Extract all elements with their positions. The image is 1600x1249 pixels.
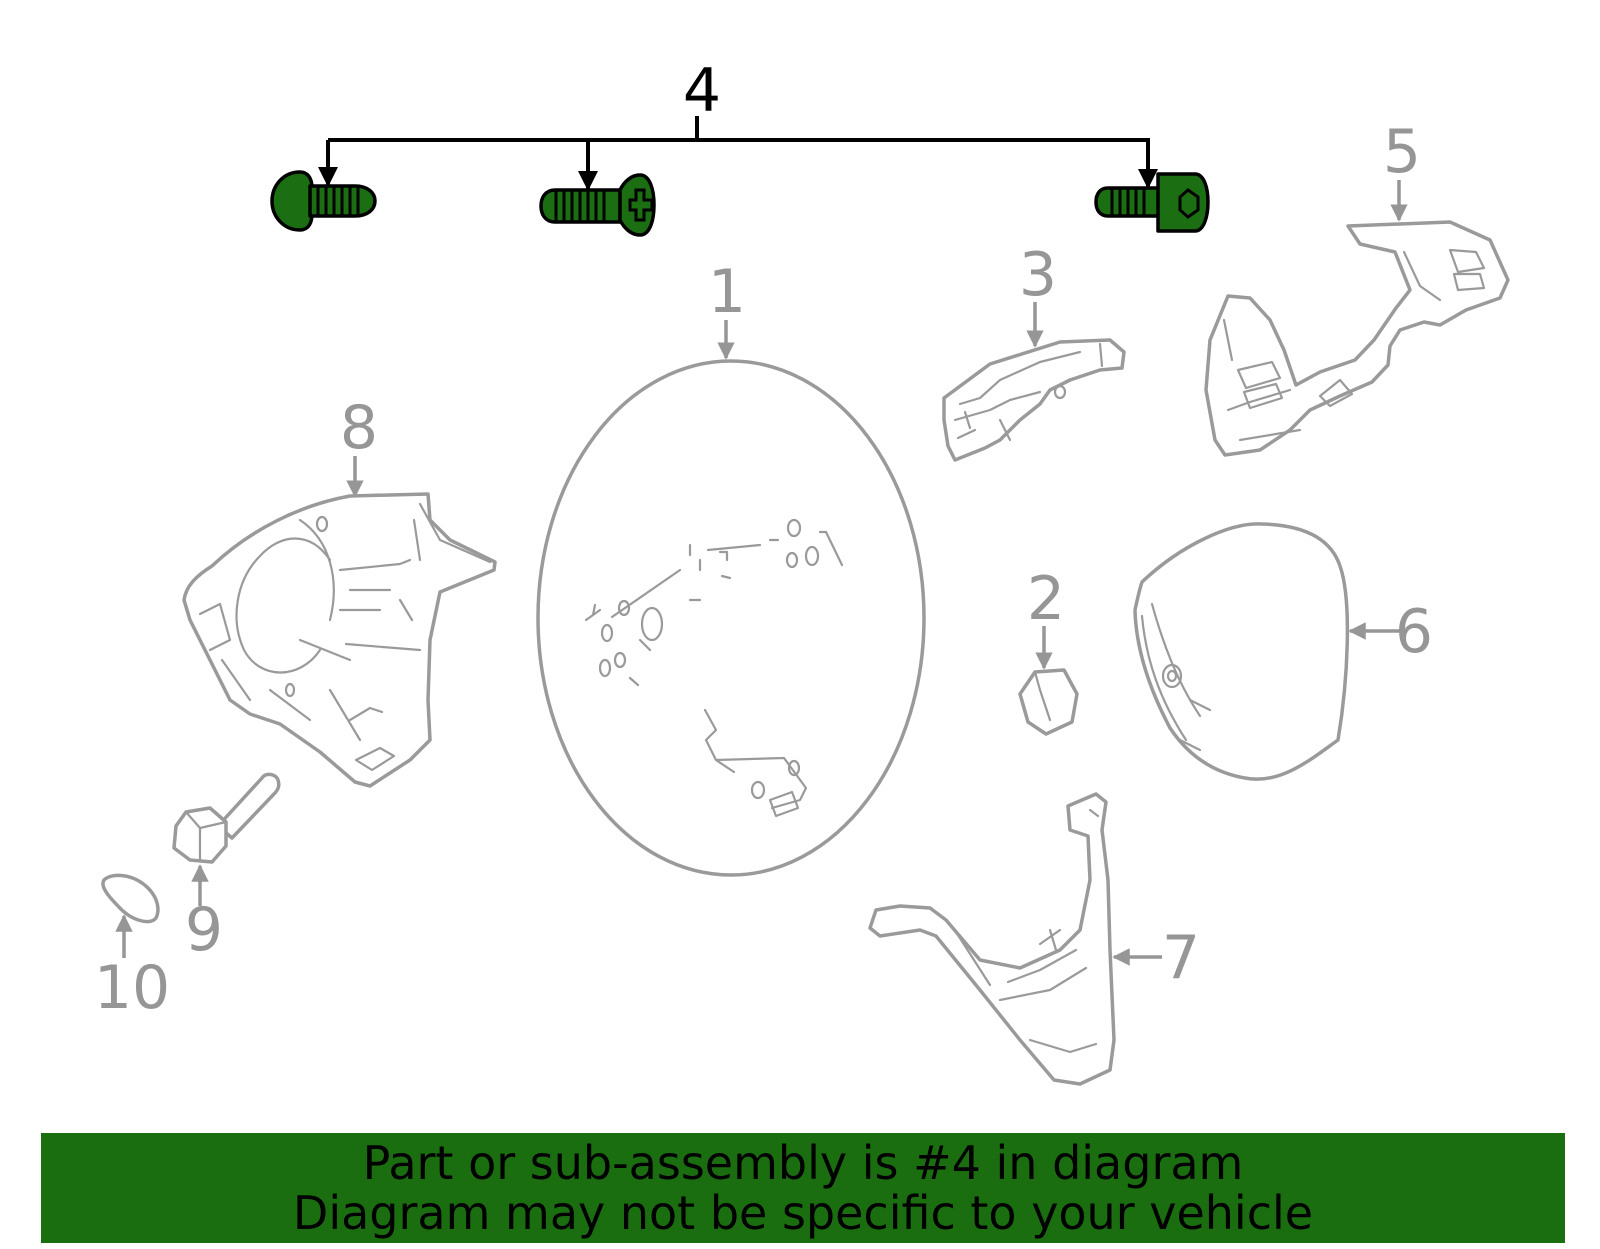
callout-4[interactable]: 4 <box>683 56 721 126</box>
callout-9[interactable]: 9 <box>185 895 223 965</box>
part-2-hex-cap[interactable] <box>1018 668 1079 736</box>
screw-hex-socket-head[interactable] <box>1094 172 1210 233</box>
part-9-bolt[interactable] <box>172 772 281 864</box>
callout-10[interactable]: 10 <box>94 953 170 1023</box>
banner-line-2: Diagram may not be specific to your vehi… <box>292 1186 1314 1240</box>
part-1-cover[interactable] <box>536 359 926 877</box>
screw-phillips-head[interactable] <box>539 173 656 237</box>
part-10-cap[interactable] <box>101 873 160 924</box>
part-8-column-cover[interactable] <box>182 492 497 788</box>
callout-1[interactable]: 1 <box>708 257 746 327</box>
callout-2[interactable]: 2 <box>1027 564 1065 634</box>
screw-truss-head[interactable] <box>270 170 377 232</box>
callout-8[interactable]: 8 <box>340 393 378 463</box>
part-3-switch-bracket[interactable] <box>942 338 1126 462</box>
callout-4-leaders <box>318 116 1158 191</box>
banner-line-1: Part or sub-assembly is #4 in diagram <box>362 1136 1244 1190</box>
part-7-lower-trim[interactable] <box>868 792 1116 1086</box>
part-6-airbag-module[interactable] <box>1133 522 1350 781</box>
part-5-switch-assembly[interactable] <box>1204 220 1510 457</box>
info-banner: Part or sub-assembly is #4 in diagram Di… <box>41 1133 1565 1243</box>
callout-5[interactable]: 5 <box>1383 117 1421 187</box>
callout-3[interactable]: 3 <box>1019 240 1057 310</box>
callout-7[interactable]: 7 <box>1162 923 1200 993</box>
